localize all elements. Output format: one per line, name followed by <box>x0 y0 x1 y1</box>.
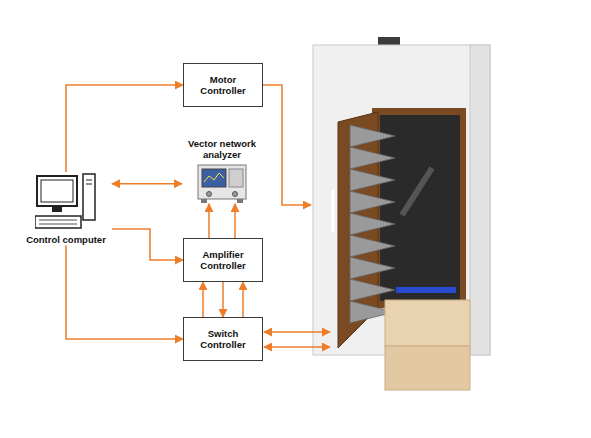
connector-arrow <box>222 282 224 317</box>
blue-rail <box>396 287 456 293</box>
absorber-wall <box>380 115 460 301</box>
switch-wire <box>264 331 330 333</box>
motor-wire <box>263 85 311 205</box>
absorber-pyramids <box>350 125 395 323</box>
connector-arrow <box>202 282 204 317</box>
controller-box: Switch Controller <box>183 317 263 361</box>
connector-arrow <box>66 85 183 172</box>
computer-icon <box>35 172 97 232</box>
controller-box: Amplifier Controller <box>183 238 263 282</box>
connector-arrow <box>234 204 236 238</box>
controller-box: Motor Controller <box>183 63 263 107</box>
computer-node: Control computer <box>20 172 112 245</box>
connector-arrow <box>66 245 183 339</box>
connector-arrow <box>112 183 182 185</box>
instrument-node: Vector network analyzer <box>182 138 262 204</box>
door-handle <box>332 190 335 232</box>
antenna-arm <box>402 168 432 215</box>
node-label: Control computer <box>20 234 112 245</box>
connector-arrow <box>242 282 244 317</box>
connector-arrow <box>208 204 210 238</box>
vna-picture <box>197 164 247 204</box>
chamber-side <box>470 45 490 355</box>
chamber-body <box>313 45 490 355</box>
node-label: Vector network analyzer <box>182 138 262 161</box>
connector-arrow <box>112 229 183 260</box>
node-label: Motor Controller <box>189 74 257 97</box>
lower-step <box>385 346 470 390</box>
upper-step <box>385 300 470 346</box>
switch-wire <box>264 346 330 348</box>
node-label: Switch Controller <box>189 328 257 351</box>
node-label: Amplifier Controller <box>189 249 257 272</box>
